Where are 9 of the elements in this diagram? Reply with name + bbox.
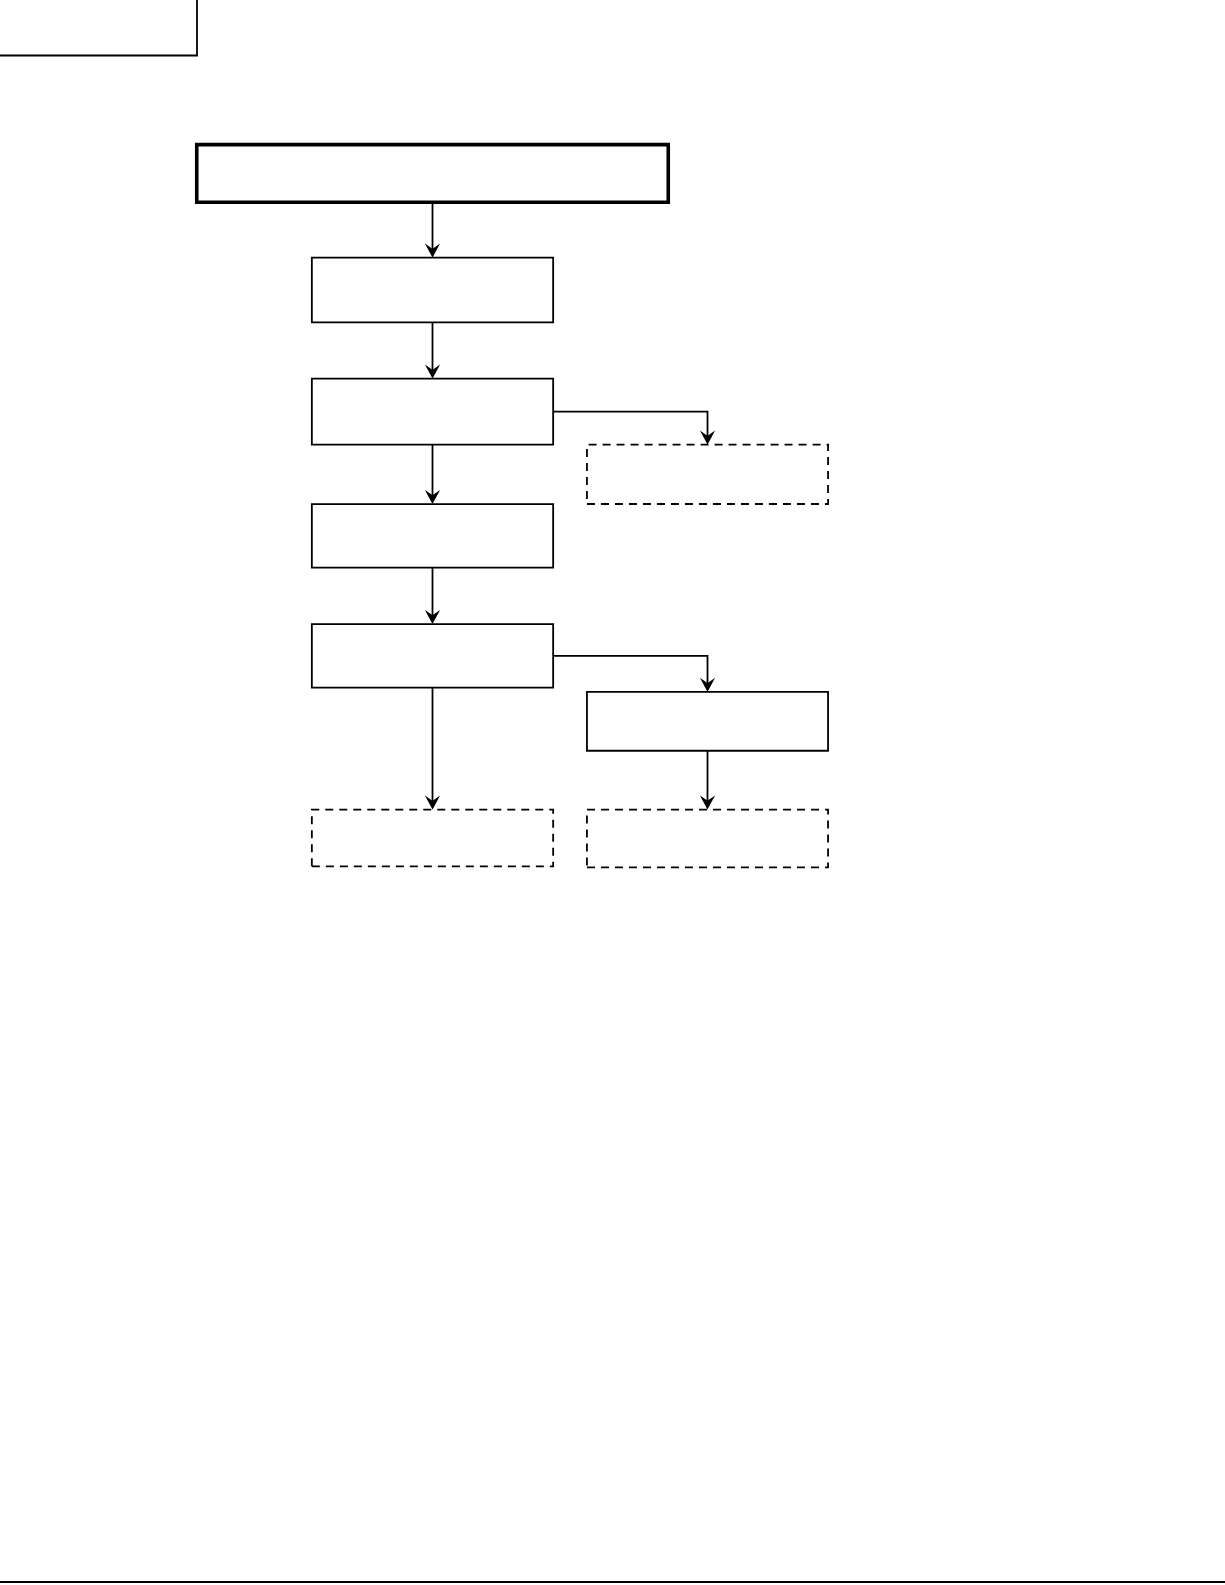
dashed-box (310, 808, 555, 868)
process-box (310, 503, 555, 569)
dashed-box (586, 808, 829, 869)
dashed-box (586, 443, 829, 505)
header-box (194, 142, 671, 204)
process-box (586, 690, 829, 752)
process-box (310, 377, 555, 446)
process-box (310, 623, 555, 689)
process-box (310, 256, 555, 324)
